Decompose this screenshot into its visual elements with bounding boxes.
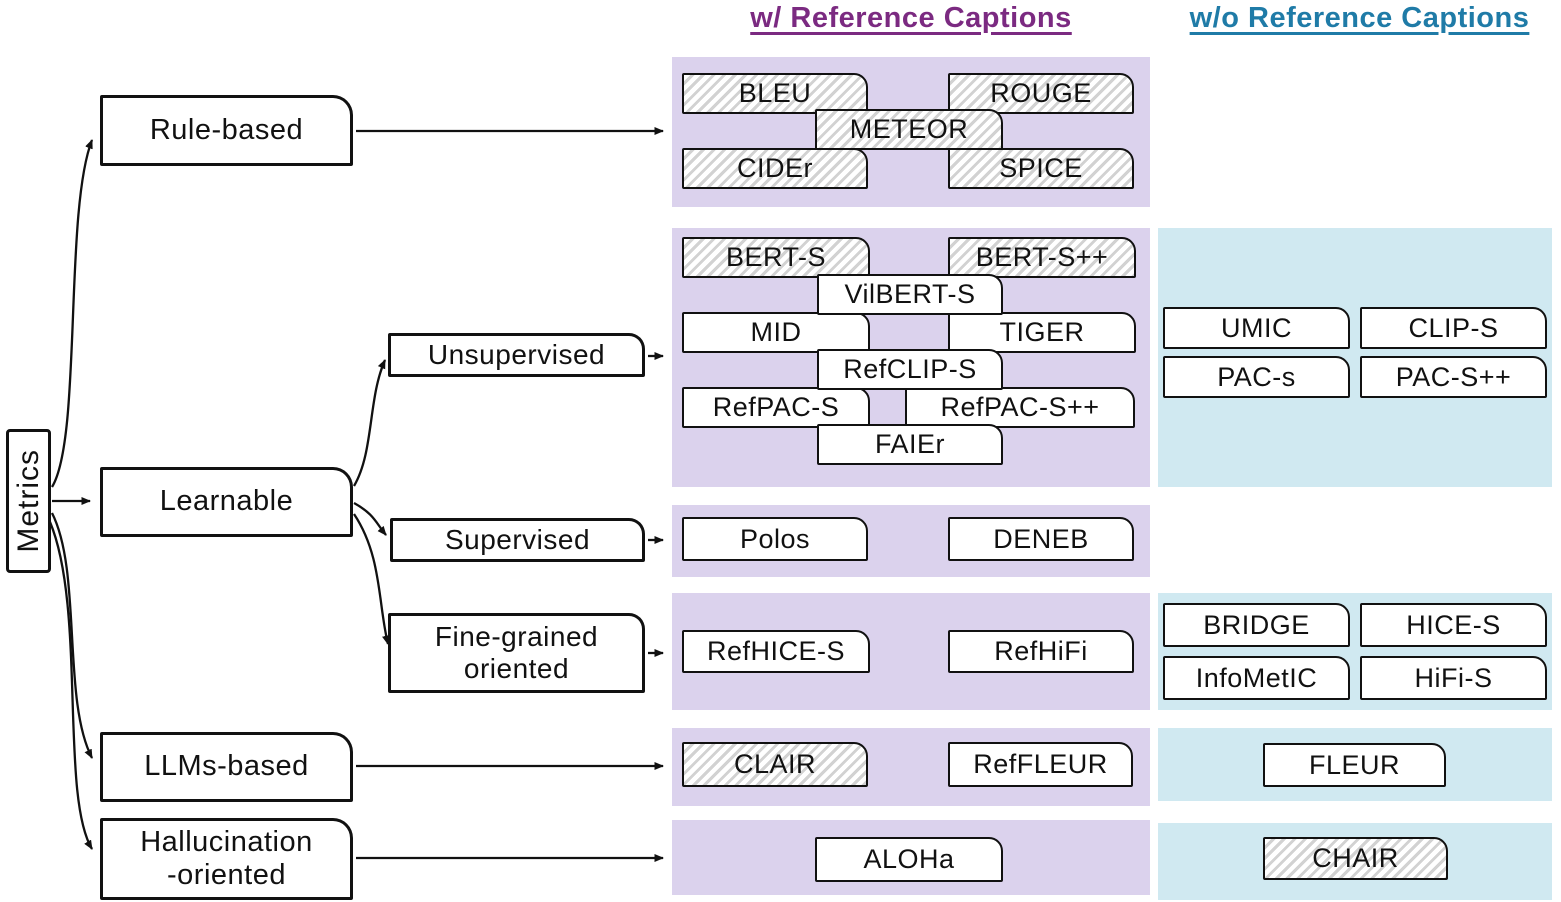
metric-refclip-s: RefCLIP-S [817, 349, 1003, 390]
metric-bridge: BRIDGE [1163, 603, 1350, 647]
metric-polos: Polos [682, 517, 868, 561]
metric-fleur: FLEUR [1263, 743, 1446, 787]
metric-chair: CHAIR [1263, 837, 1448, 880]
connector-learnable-supervised [353, 501, 387, 536]
connector-metrics-llms-based [50, 512, 94, 759]
category-fine-grained-oriented: Fine-grained oriented [388, 613, 645, 693]
category-unsupervised: Unsupervised [388, 333, 645, 377]
metric-pac-s: PAC-s [1163, 356, 1350, 398]
category-hallucination-line1: Hallucination [140, 825, 313, 858]
category-hallucination-oriented: Hallucination -oriented [100, 818, 353, 900]
root-node-metrics: Metrics [6, 429, 51, 573]
metric-bert-s-pp: BERT-S++ [948, 237, 1136, 278]
metric-reffleur: RefFLEUR [948, 742, 1133, 787]
metric-clip-s: CLIP-S [1360, 307, 1547, 349]
metric-aloha: ALOHa [815, 837, 1003, 882]
metric-refhifi: RefHiFi [948, 630, 1134, 673]
connector-learnable-fine-grained [353, 513, 390, 645]
root-node-metrics-label: Metrics [11, 449, 45, 553]
category-supervised: Supervised [390, 518, 645, 562]
metric-refpac-s-pp: RefPAC-S++ [905, 387, 1135, 428]
metric-infometic: InfoMetIC [1163, 656, 1350, 700]
metric-bert-s: BERT-S [682, 237, 870, 278]
metric-faier: FAIEr [817, 424, 1003, 465]
category-llms-based: LLMs-based [100, 732, 353, 802]
metric-pac-s-pp: PAC-S++ [1360, 356, 1547, 398]
category-learnable: Learnable [100, 467, 353, 537]
metric-mid: MID [682, 312, 870, 353]
metric-bleu: BLEU [682, 73, 868, 114]
header-without-reference-captions: w/o Reference Captions [1189, 2, 1530, 34]
category-hallucination-line2: -oriented [167, 859, 286, 891]
category-rule-based: Rule-based [100, 95, 353, 166]
metric-meteor: METEOR [815, 109, 1003, 150]
metric-tiger: TIGER [948, 312, 1136, 353]
metric-umic: UMIC [1163, 307, 1350, 349]
category-fine-grained-line1: Fine-grained [434, 620, 599, 652]
connector-metrics-rule-based [51, 139, 94, 488]
metric-deneb: DENEB [948, 517, 1134, 561]
metric-cider: CIDEr [682, 148, 868, 189]
metric-hifi-s: HiFi-S [1360, 656, 1547, 700]
metric-hice-s: HICE-S [1360, 603, 1547, 647]
header-with-reference-captions: w/ Reference Captions [750, 2, 1072, 34]
metric-refhice-s: RefHICE-S [682, 630, 870, 673]
connector-metrics-hallucination [48, 521, 93, 850]
metric-vilbert-s: VilBERT-S [817, 274, 1003, 315]
metric-clair: CLAIR [682, 742, 868, 787]
metric-spice: SPICE [948, 148, 1134, 189]
connector-learnable-unsupervised [353, 359, 387, 487]
category-fine-grained-line2: oriented [463, 653, 570, 684]
metric-rouge: ROUGE [948, 73, 1134, 114]
metric-refpac-s: RefPAC-S [682, 387, 870, 428]
